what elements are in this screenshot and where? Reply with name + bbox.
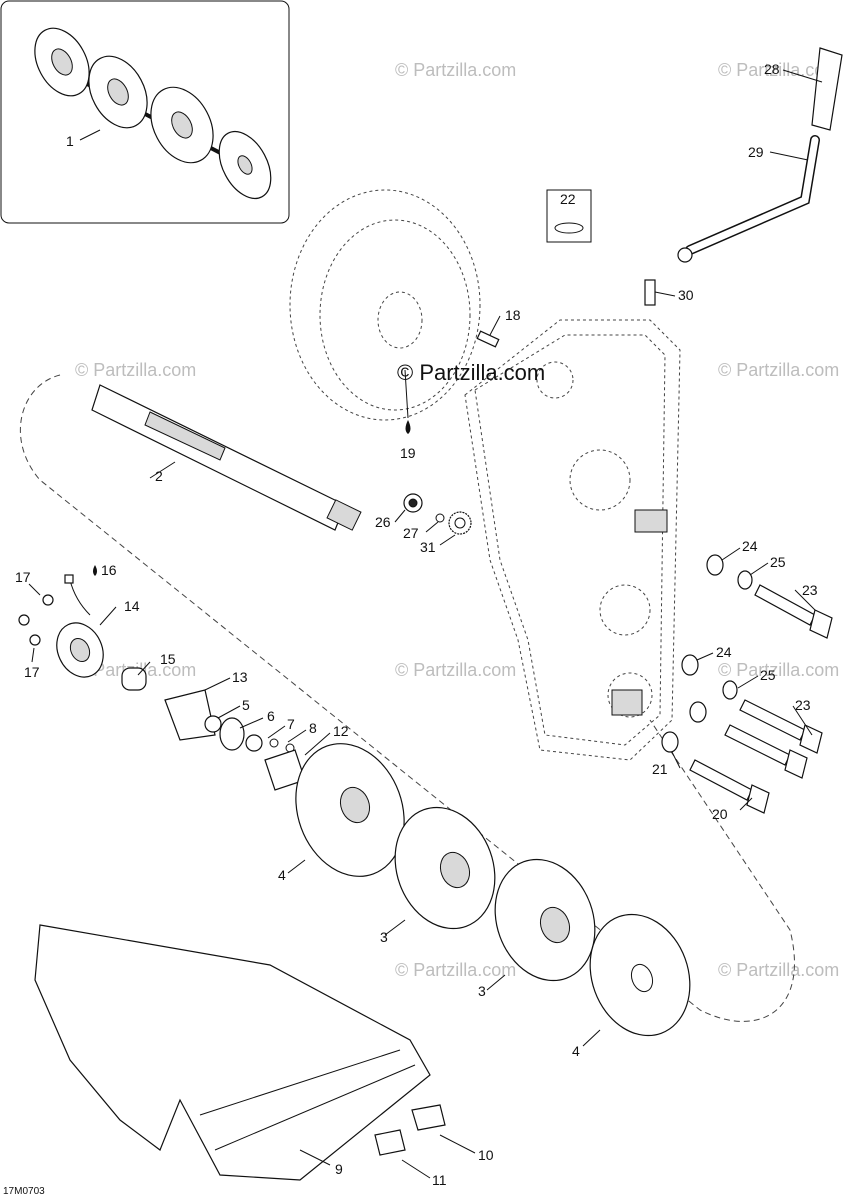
- callout-12: 12: [333, 723, 349, 739]
- callout-11: 11: [432, 1172, 447, 1188]
- callout-25: 25: [760, 667, 776, 683]
- inset-box: [0, 0, 290, 224]
- bearing: [219, 717, 245, 751]
- nut-washer-gear: [403, 493, 472, 535]
- callout-18: 18: [505, 307, 521, 323]
- callout-22: 22: [560, 191, 576, 207]
- callout-16: 16: [101, 562, 117, 578]
- callout-17: 17: [15, 569, 31, 585]
- callout-7: 7: [287, 716, 295, 732]
- callout-27: 27: [403, 525, 419, 541]
- watermark: © Partzilla.com: [718, 660, 839, 680]
- callout-13: 13: [232, 669, 248, 685]
- pin: [644, 279, 656, 306]
- callout-26: 26: [375, 514, 391, 530]
- watermark: © Partzilla.com: [75, 360, 196, 380]
- callout-4: 4: [278, 867, 286, 883]
- seal: [204, 715, 222, 733]
- callout-15: 15: [160, 651, 176, 667]
- watermark: © Partzilla.com: [395, 60, 516, 80]
- callout-2: 2: [155, 468, 163, 484]
- bearing-housing: [18, 565, 306, 791]
- sprocket: [494, 858, 596, 982]
- watermark: © Partzilla.com: [718, 960, 839, 980]
- drive-shaft: [91, 384, 362, 531]
- callout-30: 30: [678, 287, 694, 303]
- callout-24: 24: [742, 538, 758, 554]
- gasket: [164, 689, 216, 741]
- callout-17: 17: [24, 664, 40, 680]
- callout-23: 23: [795, 697, 811, 713]
- clip: [374, 1129, 406, 1156]
- watermark: © Partzilla.com: [718, 360, 839, 380]
- leader-lines: [28, 69, 823, 1179]
- callout-8: 8: [309, 720, 317, 736]
- callout-5: 5: [242, 697, 250, 713]
- inset-wheel: [218, 130, 272, 200]
- idler-wheel: [589, 913, 691, 1037]
- callout-3: 3: [380, 929, 388, 945]
- callout-23: 23: [802, 582, 818, 598]
- watermark: © Partzilla.com: [718, 60, 839, 80]
- key: [476, 330, 500, 348]
- diagram-id: 17M0703: [3, 1186, 45, 1197]
- callout-4: 4: [572, 1043, 580, 1059]
- callout-3: 3: [478, 983, 486, 999]
- bearing: [121, 667, 147, 691]
- phantom-pulley: [289, 189, 481, 421]
- oil-drop-icon: [93, 565, 97, 576]
- callout-9: 9: [335, 1161, 343, 1177]
- callout-24: 24: [716, 644, 732, 660]
- right-fasteners: [661, 554, 833, 814]
- callout-31: 31: [420, 539, 436, 555]
- callout-14: 14: [124, 598, 140, 614]
- callout-19: 19: [400, 445, 416, 461]
- oil-drop-icon: [405, 420, 411, 434]
- callout-6: 6: [267, 708, 275, 724]
- watermark: © Partzilla.com: [395, 960, 516, 980]
- phantom-track-loop: [19, 374, 795, 1022]
- track: [34, 924, 431, 1181]
- callout-20: 20: [712, 806, 728, 822]
- callouts: 1 2 3 3 4 4 5 6 7 8 9 10 11 12 13 14 15 …: [15, 61, 818, 1188]
- chaincase-housing: [464, 319, 681, 761]
- clamp-box: [546, 189, 592, 243]
- callout-25: 25: [770, 554, 786, 570]
- clamp: [554, 222, 584, 234]
- callout-29: 29: [748, 144, 764, 160]
- center-watermark: © Partzilla.com: [397, 360, 545, 385]
- sprocket: [295, 743, 405, 877]
- clip: [411, 1104, 446, 1131]
- callout-1: 1: [66, 133, 74, 149]
- sprocket: [394, 806, 496, 930]
- watermark: © Partzilla.com: [395, 660, 516, 680]
- inset-sprocket: [88, 55, 148, 129]
- shift-lever: [677, 47, 843, 263]
- inset-sprocket: [150, 86, 214, 164]
- callout-28: 28: [764, 61, 780, 77]
- inset-sprocket: [34, 27, 90, 97]
- callout-21: 21: [652, 761, 668, 777]
- callout-10: 10: [478, 1147, 494, 1163]
